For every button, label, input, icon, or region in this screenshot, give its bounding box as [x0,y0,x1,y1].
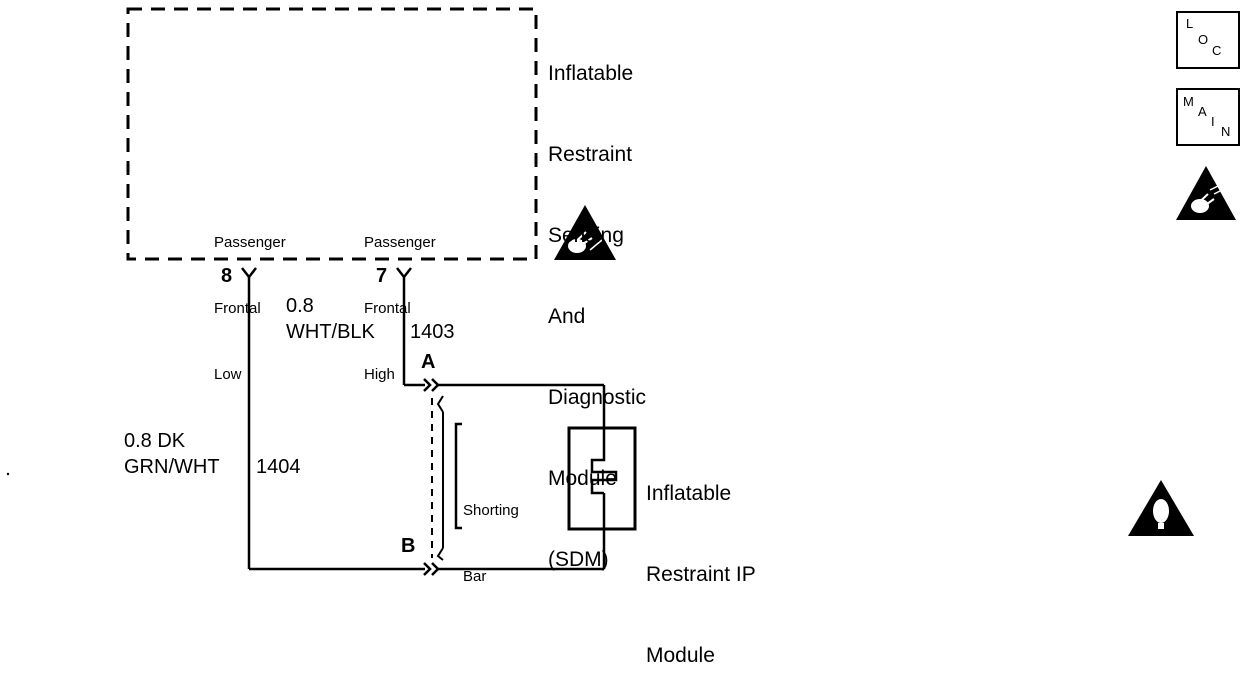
shorting-bar-label: Shorting Bar [463,456,519,610]
pin-high-label-line: High [364,366,395,383]
wire-1404-size: 0.8 DK [124,430,186,452]
main-letter: I [1211,114,1215,129]
pin-7-number: 7 [376,265,388,287]
loc-letter: C [1212,43,1222,58]
main-letter: M [1183,94,1194,109]
main-letter: A [1198,104,1207,119]
pin-8-connector-symbol [241,267,257,289]
main-button[interactable]: M A I N [1176,88,1240,146]
pin-low-label-line: Passenger [214,234,286,251]
wiring-schematic [6,7,637,576]
sdm-title-line: Restraint [548,143,633,166]
esd-nav-icon[interactable] [1174,164,1238,222]
wire-1403-color: WHT/BLK [286,321,375,343]
squib-element [590,450,618,495]
ip-module-label-line: Restraint IP [646,563,756,586]
main-letter: N [1221,124,1231,139]
loc-letter: L [1186,16,1194,31]
sdm-title-line: Sensing [548,224,624,247]
ip-module-label: Inflatable Restraint IP Module [646,426,756,696]
esd-warning-icon [554,205,616,260]
pin-low-label-line: Frontal [214,300,261,317]
sdm-boundary [126,7,538,261]
sdm-title-line: Diagnostic [548,386,647,409]
pin-high-label-line: Passenger [364,234,436,251]
pin-7-connector-symbol [396,267,412,289]
pin-low-label: Passenger Frontal Low [214,188,286,408]
ip-module-box [567,426,637,531]
wire-1403-circuit: 1403 [410,321,455,343]
pin-low-label-line: Low [214,366,242,383]
shorting-bar-label-line: Shorting [463,502,519,519]
sdm-title-line: (SDM) [548,548,609,571]
ip-module-label-line: Module [646,644,715,667]
caution-icon[interactable] [1126,478,1196,538]
pin-8-number: 8 [221,265,233,287]
sdm-title-line: Module [548,467,617,490]
loc-button[interactable]: L O C [1176,11,1240,69]
loc-letter: O [1198,32,1209,47]
sdm-title: Inflatable Restraint Sensing And Diagnos… [548,6,646,600]
pin-high-label: Passenger Frontal High [364,188,436,408]
terminal-a-label: A [421,351,436,373]
wire-1404-circuit: 1404 [256,456,301,478]
shorting-bar-label-line: Bar [463,568,487,585]
shorting-bar-symbol [431,395,462,561]
sdm-title-line: Inflatable [548,62,634,85]
connector-b-symbol [423,562,440,576]
terminal-b-label: B [401,535,416,557]
pin-high-label-line: Frontal [364,300,411,317]
wire-1404-color: GRN/WHT [124,456,220,478]
wire-1403-size: 0.8 [286,295,314,317]
sdm-title-line: And [548,305,586,328]
ip-module-label-line: Inflatable [646,482,732,505]
